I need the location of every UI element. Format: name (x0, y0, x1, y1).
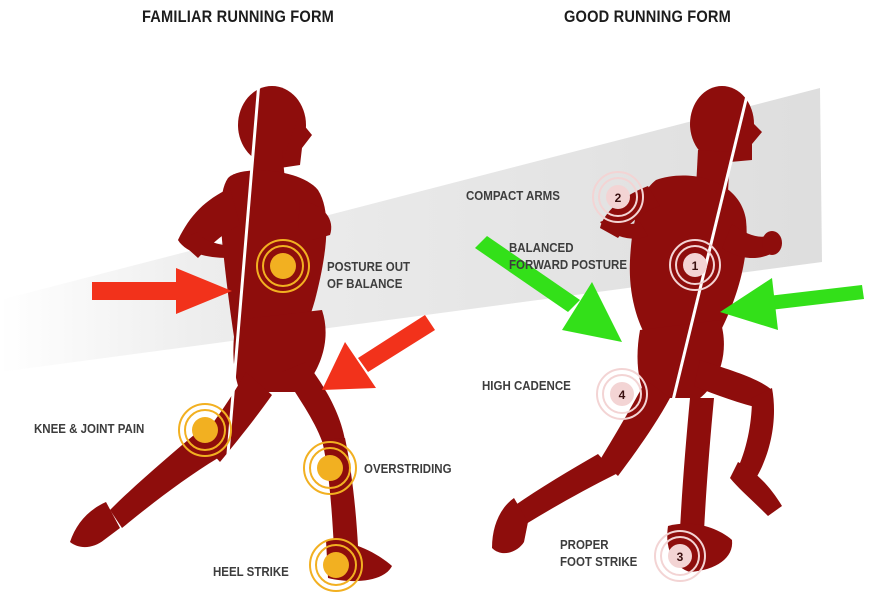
label-posture-line-1: POSTURE OUT (327, 260, 411, 274)
label-proper-line-2: FOOT STRIKE (560, 555, 638, 569)
label-compact-arms: COMPACT ARMS (466, 189, 560, 203)
marker-1-number: 1 (692, 259, 699, 273)
bad-arrow-left (92, 268, 232, 314)
overstriding-warning-marker (303, 441, 357, 495)
right-posture-line (640, 74, 754, 529)
marker-3-number: 3 (677, 550, 684, 564)
marker-4-number: 4 (619, 388, 626, 402)
label-balanced-forward-posture: BALANCED FORWARD POSTURE (509, 240, 627, 274)
knee-warning-marker (178, 403, 232, 457)
good-arrow-right (720, 278, 864, 330)
title-familiar-running-form: FAMILIAR RUNNING FORM (142, 7, 335, 26)
marker-2-number: 2 (615, 191, 622, 205)
heel-strike-warning-marker (309, 538, 363, 592)
label-heel-strike: HEEL STRIKE (213, 565, 289, 579)
marker-3: 3 (654, 530, 706, 582)
marker-4: 4 (596, 368, 648, 420)
marker-1: 1 (669, 239, 721, 291)
label-posture-line-2: OF BALANCE (327, 277, 403, 291)
label-posture-out-of-balance: POSTURE OUT OF BALANCE (327, 259, 410, 293)
label-proper-foot-strike: PROPER FOOT STRIKE (560, 537, 637, 571)
title-good-running-form: GOOD RUNNING FORM (564, 7, 731, 26)
bad-arrow-diagonal (322, 315, 435, 390)
label-balanced-line-1: BALANCED (509, 241, 574, 255)
label-high-cadence: HIGH CADENCE (482, 379, 571, 393)
label-balanced-line-2: FORWARD POSTURE (509, 258, 627, 272)
left-posture-line (220, 69, 262, 527)
posture-warning-marker (256, 239, 310, 293)
good-arrow-left (475, 236, 622, 342)
label-knee-joint-pain: KNEE & JOINT PAIN (34, 422, 145, 436)
label-overstriding: OVERSTRIDING (364, 462, 452, 476)
marker-2: 2 (592, 171, 644, 223)
label-proper-line-1: PROPER (560, 538, 609, 552)
